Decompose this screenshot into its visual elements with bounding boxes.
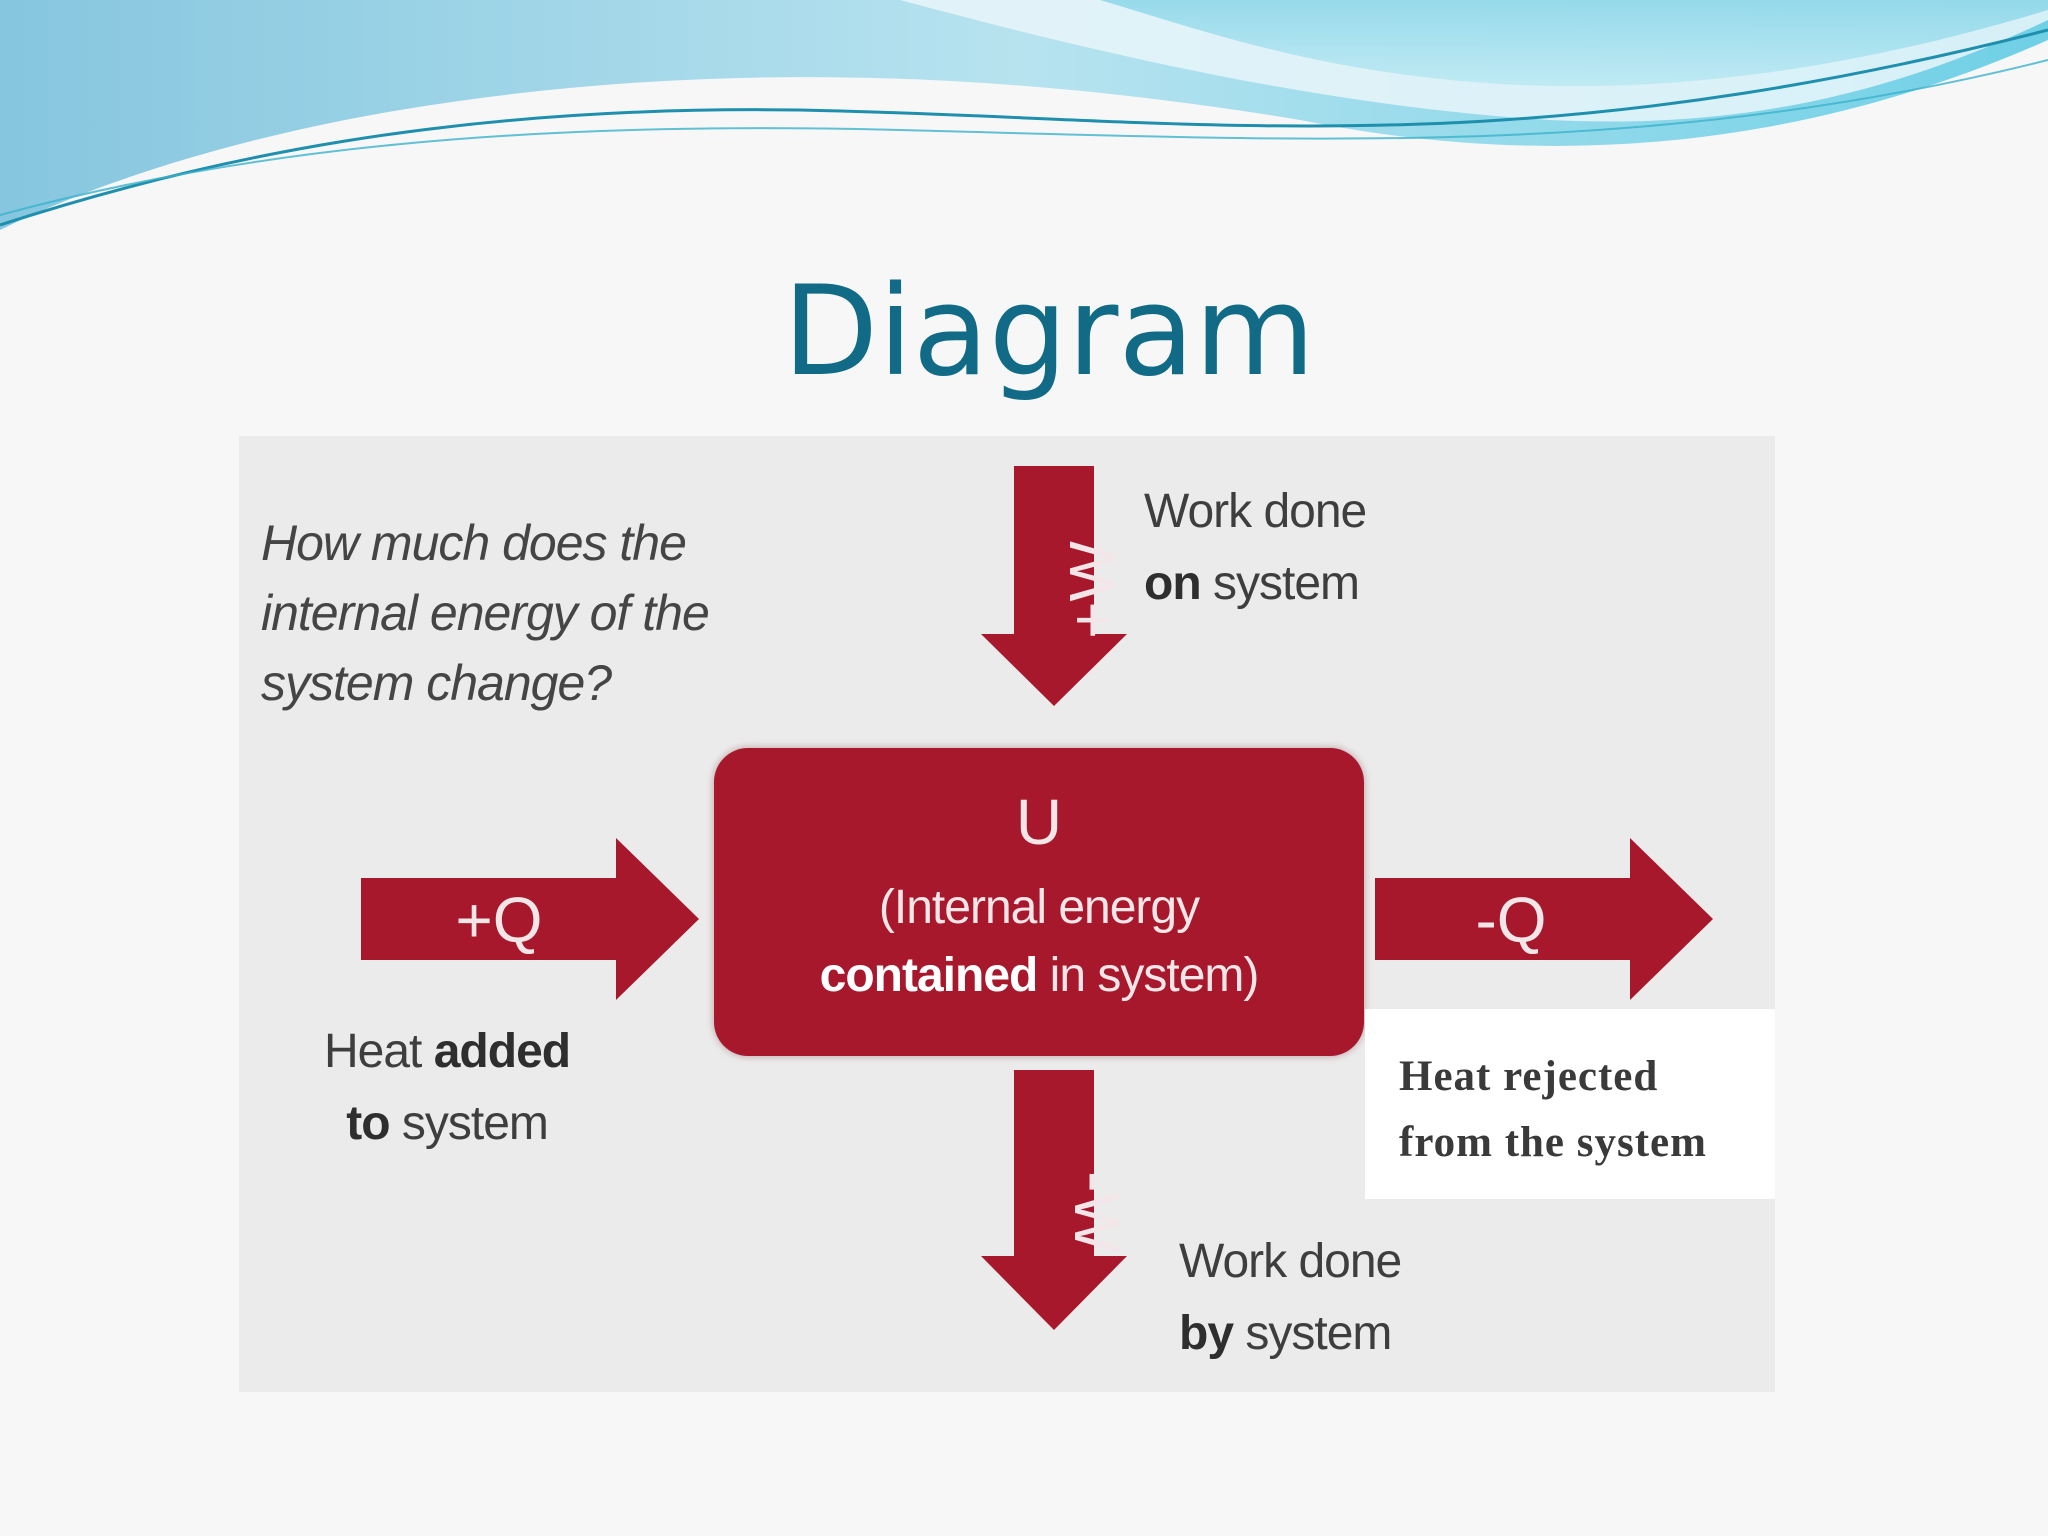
question-line: system change? [261, 655, 612, 711]
label-bold: to [346, 1097, 390, 1150]
label-line: to system [324, 1088, 570, 1160]
label-plain: Heat [324, 1025, 434, 1078]
work-out-label: -W [1061, 1171, 1133, 1253]
label-rest: system [389, 1097, 549, 1150]
heat-added-label: Heat added to system [324, 1016, 571, 1160]
label-line: from the system [1399, 1119, 1707, 1166]
description-bold: contained [819, 949, 1039, 1002]
work-out-arrow [981, 1070, 1127, 1330]
heat-rejected-label: Heat rejected from the system [1399, 1044, 1707, 1176]
label-line: by system [1179, 1298, 1401, 1370]
label-line: Work done [1144, 485, 1367, 538]
work-on-system-label: Work done on system [1144, 476, 1367, 620]
description-line: (Internal energy [878, 881, 1200, 934]
work-in-label: +W [1056, 541, 1128, 639]
label-bold: by [1179, 1307, 1234, 1360]
label-bold: added [433, 1025, 571, 1078]
heat-out-arrow [1375, 838, 1713, 1000]
internal-energy-diagram: How much does the internal energy of the… [239, 436, 1775, 1392]
header-wave-decoration [0, 0, 2048, 230]
question-line: internal energy of the [261, 585, 710, 641]
heat-in-label: +Q [455, 884, 543, 956]
label-line: Heat added [324, 1016, 571, 1088]
question-text: How much does the internal energy of the… [261, 508, 710, 718]
work-by-system-label: Work done by system [1179, 1226, 1402, 1370]
description-line: contained in system) [714, 942, 1364, 1010]
internal-energy-symbol: U [1015, 786, 1063, 858]
question-line: How much does the [261, 515, 687, 571]
label-bold: on [1144, 557, 1202, 610]
heat-rejected-label-background [1365, 1009, 1775, 1199]
work-in-arrow [981, 466, 1127, 706]
label-rest: system [1200, 557, 1360, 610]
slide-title: Diagram [782, 260, 1316, 404]
heat-in-arrow [361, 838, 699, 1000]
label-rest: system [1233, 1307, 1392, 1360]
label-line: Heat rejected [1399, 1053, 1659, 1100]
label-line: Work done [1179, 1235, 1402, 1288]
description-rest: in system) [1037, 949, 1260, 1002]
internal-energy-description: (Internal energy contained in system) [714, 874, 1364, 1010]
heat-out-label: -Q [1475, 884, 1547, 956]
internal-energy-box: U (Internal energy contained in system) [714, 748, 1364, 1056]
label-line: on system [1144, 548, 1366, 620]
